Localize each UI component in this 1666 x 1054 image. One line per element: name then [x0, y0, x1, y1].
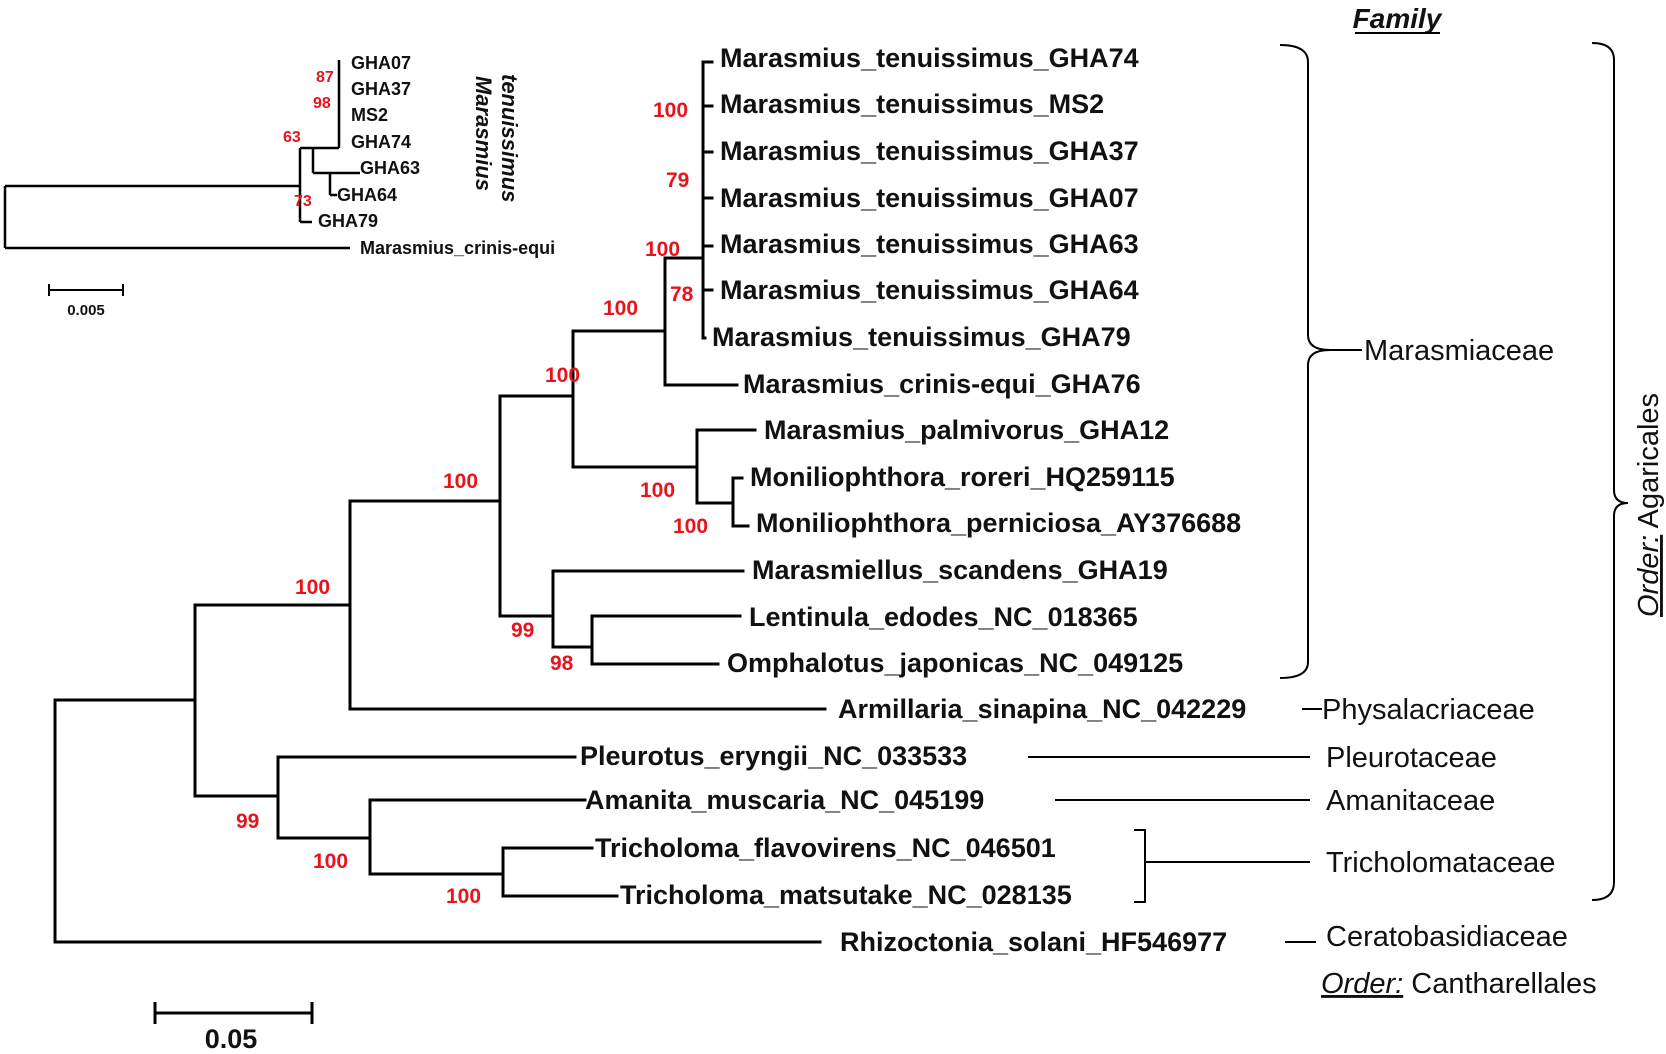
taxon-label: Rhizoctonia_solani_HF546977: [840, 927, 1227, 957]
marasmiaceae-bracket: [1279, 44, 1362, 679]
branch-pleu: [276, 755, 577, 840]
order-label-cantharellales: Order: Cantharellales: [1321, 968, 1597, 1000]
branch-lent: [590, 614, 742, 666]
branch-palmivorus: [695, 428, 757, 505]
bootstrap-value: 100: [545, 364, 580, 387]
branch-mscan: [551, 569, 745, 649]
taxon-label: Armillaria_sinapina_NC_042229: [838, 694, 1246, 724]
bootstrap-value: 100: [640, 479, 675, 502]
inset-branches: [3, 60, 360, 250]
order-name-agaricales: Agaricales: [1633, 393, 1665, 535]
branch-crinis: [663, 256, 739, 387]
taxon-label: Moniliophthora_perniciosa_AY376688: [756, 508, 1241, 538]
inset-taxon-label: Marasmius_crinis-equi: [360, 238, 555, 258]
order-prefix-cantharellales: Order:: [1321, 968, 1403, 1000]
inset-taxon-label: MS2: [351, 105, 388, 125]
taxon-label: Marasmius_palmivorus_GHA12: [764, 415, 1169, 445]
bootstrap-value: 100: [645, 238, 680, 261]
family-header: Family: [1353, 3, 1443, 34]
branch-marasmiaceae: [498, 394, 575, 618]
bootstrap-value: 100: [653, 99, 688, 122]
order-label-agaricales: Order: Agaricales: [1633, 393, 1665, 617]
bootstrap-value: 79: [666, 169, 689, 192]
taxon-label: Marasmius_tenuissimus_GHA79: [712, 322, 1131, 352]
inset-bootstrap-value: 73: [294, 193, 312, 210]
branch-root: [53, 698, 822, 944]
taxon-label: Marasmius_tenuissimus_GHA63: [720, 229, 1139, 259]
scale-bar-inset-label: 0.005: [67, 302, 105, 319]
inset-bootstrap-value: 98: [313, 95, 331, 112]
family-label-pleurotaceae: Pleurotaceae: [1326, 742, 1497, 774]
taxon-label: Amanita_muscaria_NC_045199: [585, 785, 984, 815]
bootstrap-values: 100 79 100 78 100 100 100 100 100 100 99…: [236, 99, 708, 908]
tree-branches: [53, 60, 827, 944]
taxon-label: Marasmius_crinis-equi_GHA76: [743, 369, 1141, 399]
branch-mar-phys: [348, 499, 827, 711]
bootstrap-value: 98: [550, 652, 574, 675]
bootstrap-value: 100: [446, 885, 481, 908]
inset-bootstrap-value: 63: [283, 129, 301, 146]
taxon-label: Marasmius_tenuissimus_GHA37: [720, 136, 1139, 166]
taxon-label: Marasmius_tenuissimus_GHA07: [720, 183, 1139, 213]
taxon-label: Lentinula_edodes_NC_018365: [749, 602, 1138, 632]
branch-marasmius: [571, 329, 699, 469]
bootstrap-value: 78: [670, 283, 694, 306]
inset-bootstrap-value: 87: [316, 69, 334, 86]
bootstrap-value: 99: [236, 810, 259, 833]
inset-taxon-label: GHA74: [351, 132, 411, 152]
inset-tree: GHA07 GHA37 MS2 GHA74 GHA63 GHA64 GHA79 …: [3, 53, 555, 319]
inset-taxon-labels: GHA07 GHA37 MS2 GHA74 GHA63 GHA64 GHA79 …: [318, 53, 555, 258]
taxon-label: Marasmius_tenuissimus_MS2: [720, 89, 1104, 119]
scale-bar-main-label: 0.05: [205, 1024, 258, 1054]
family-label-tricholomataceae: Tricholomataceae: [1326, 847, 1555, 879]
taxon-label: Marasmius_tenuissimus_GHA74: [720, 43, 1139, 73]
family-label-ceratobasidiaceae: Ceratobasidiaceae: [1326, 921, 1568, 953]
branch-aman: [368, 798, 587, 876]
taxon-label: Moniliophthora_roreri_HQ259115: [750, 462, 1175, 492]
inset-taxon-label: GHA07: [351, 53, 411, 73]
bootstrap-value: 100: [443, 470, 478, 493]
scale-bar-main: [153, 1002, 314, 1024]
branch-tri: [501, 846, 619, 898]
bootstrap-value: 99: [511, 619, 534, 642]
family-label-physalacriaceae: Physalacriaceae: [1322, 694, 1535, 726]
inset-taxon-label: GHA79: [318, 211, 378, 231]
family-label-amanitaceae: Amanitaceae: [1326, 785, 1495, 817]
branch-moniliophthora: [731, 476, 750, 528]
taxon-label: Marasmius_tenuissimus_GHA64: [720, 275, 1139, 305]
inset-species-label: tenuissimus: [497, 74, 522, 202]
taxon-label: Tricholoma_matsutake_NC_028135: [620, 880, 1072, 910]
family-label-marasmiaceae: Marasmiaceae: [1364, 335, 1554, 367]
branch-tenuissimus: [701, 60, 714, 340]
inset-taxon-label: GHA64: [337, 185, 397, 205]
taxon-labels: Marasmius_tenuissimus_GHA74 Marasmius_te…: [580, 43, 1246, 957]
tricholomataceae-bracket: [1134, 829, 1310, 903]
inset-bootstrap-values: 87 98 63 73: [283, 69, 334, 210]
bootstrap-value: 100: [603, 297, 638, 320]
taxon-label: Omphalotus_japonicas_NC_049125: [727, 648, 1183, 678]
bootstrap-value: 100: [295, 576, 330, 599]
taxon-label: Marasmiellus_scandens_GHA19: [752, 555, 1168, 585]
scale-bar-inset: [48, 284, 124, 296]
inset-taxon-label: GHA63: [360, 158, 420, 178]
order-name-cantharellales: Cantharellales: [1403, 968, 1596, 1000]
bootstrap-value: 100: [313, 850, 348, 873]
taxon-label: Pleurotus_eryngii_NC_033533: [580, 741, 967, 771]
order-prefix-agaricales: Order:: [1633, 535, 1665, 617]
bootstrap-value: 100: [673, 515, 708, 538]
taxon-label: Tricholoma_flavovirens_NC_046501: [595, 833, 1056, 863]
inset-taxon-label: GHA37: [351, 79, 411, 99]
inset-genus-label: Marasmius: [471, 76, 496, 191]
agaricales-bracket: [1591, 42, 1629, 901]
branch-ingroup: [193, 603, 352, 798]
